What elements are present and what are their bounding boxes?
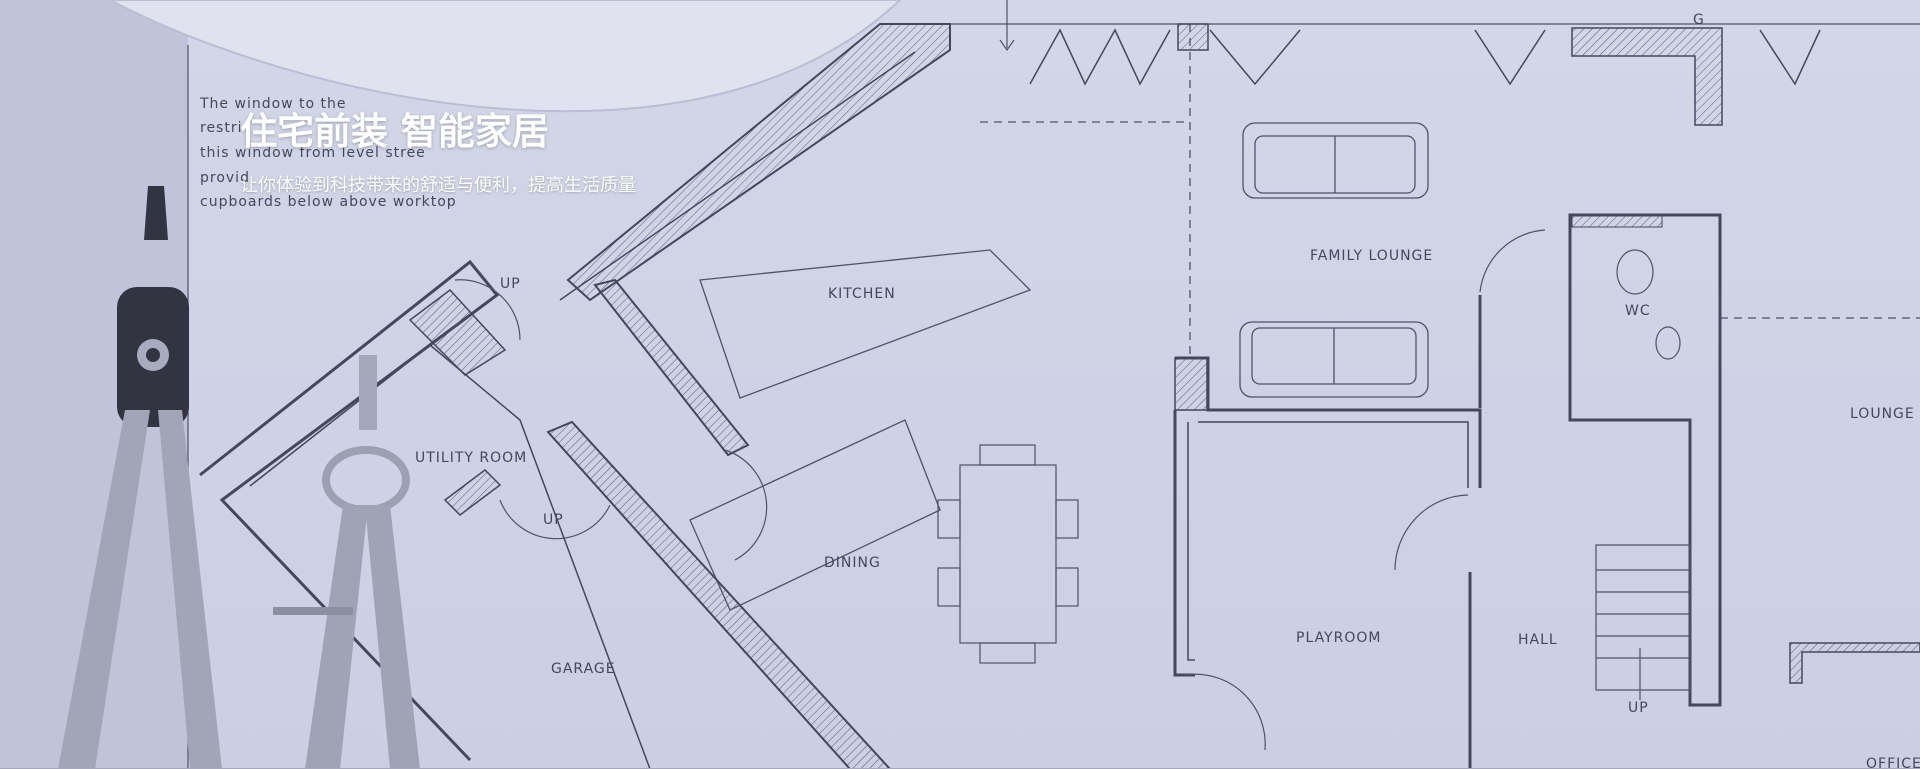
kitchen-counter — [699, 249, 1032, 399]
sink-icon — [1655, 326, 1681, 360]
drafting-compass-large — [58, 186, 222, 769]
window-zigzag-1 — [1029, 28, 1171, 86]
sofa-bottom — [1239, 321, 1429, 398]
door-arc-bottom — [1184, 673, 1266, 751]
label-up-2: UP — [543, 512, 564, 528]
left-room-wall — [1173, 410, 1195, 677]
door-arc-dining — [724, 449, 768, 561]
toilet-icon — [1616, 249, 1654, 295]
door-arc-utility — [454, 279, 521, 341]
sofa-top — [1242, 122, 1429, 199]
office-wall — [1789, 642, 1920, 684]
door-arc-playroom — [1394, 494, 1469, 571]
note-line-1: The window to the — [199, 96, 347, 112]
diagonal-wall-upper — [566, 23, 951, 302]
helmet-shape — [109, 0, 902, 113]
left-outer-wall — [199, 259, 500, 762]
diagonal-wall-lower — [546, 420, 892, 769]
label-playroom: PLAYROOM — [1296, 630, 1381, 646]
note-line-5: cupboards below above worktop — [200, 194, 457, 210]
note-line-2: restri — [200, 120, 243, 136]
door-arc-utility-2 — [499, 499, 611, 540]
label-family-lounge: FAMILY LOUNGE — [1310, 248, 1433, 264]
door-arc-hall — [1479, 229, 1546, 293]
hero-subtitle: 让你体验到科技带来的舒适与便利，提高生活质量 — [240, 175, 636, 196]
arrow-top-head — [999, 39, 1015, 52]
playroom-wall — [1175, 356, 1482, 488]
utility-wall-block-2 — [443, 469, 502, 516]
top-right-wall — [1571, 27, 1723, 126]
wc-hatch — [1571, 214, 1663, 228]
label-wc: WC — [1625, 303, 1651, 319]
label-up-1: UP — [500, 276, 521, 292]
playroom-wall-inner — [1198, 421, 1469, 488]
label-utility-room: UTILITY ROOM — [415, 450, 527, 466]
window-zigzag-2 — [1209, 29, 1301, 86]
note-line-3: this window from level stree — [200, 145, 426, 161]
stairs — [1595, 544, 1691, 700]
handwritten-note: The window to the restri this window fro… — [199, 96, 457, 210]
window-zigzag-4 — [1759, 29, 1821, 86]
diagonal-wall-middle — [593, 278, 750, 457]
left-inner-wall — [249, 344, 651, 769]
column-block — [1177, 23, 1209, 51]
wc-walls — [1568, 213, 1722, 707]
label-office: OFFICE — [1866, 756, 1920, 769]
label-dining: DINING — [824, 555, 881, 571]
drafting-compass-small — [273, 355, 420, 769]
label-g: G — [1693, 12, 1705, 28]
dining-table — [937, 444, 1079, 664]
hero-title: 住宅前装 智能家居 — [240, 110, 549, 153]
window-zigzag-3 — [1474, 29, 1546, 86]
label-lounge: LOUNGE — [1850, 406, 1915, 422]
label-hall: HALL — [1518, 632, 1558, 648]
note-line-4: provid — [200, 170, 250, 186]
label-up-3: UP — [1628, 700, 1649, 716]
diagonal-wall-inner — [559, 51, 916, 301]
left-room-wall-inner — [1187, 422, 1195, 661]
label-garage: GARAGE — [551, 661, 616, 677]
label-kitchen: KITCHEN — [828, 286, 896, 302]
utility-wall-block — [408, 288, 507, 376]
wall-pillar — [1174, 357, 1208, 411]
